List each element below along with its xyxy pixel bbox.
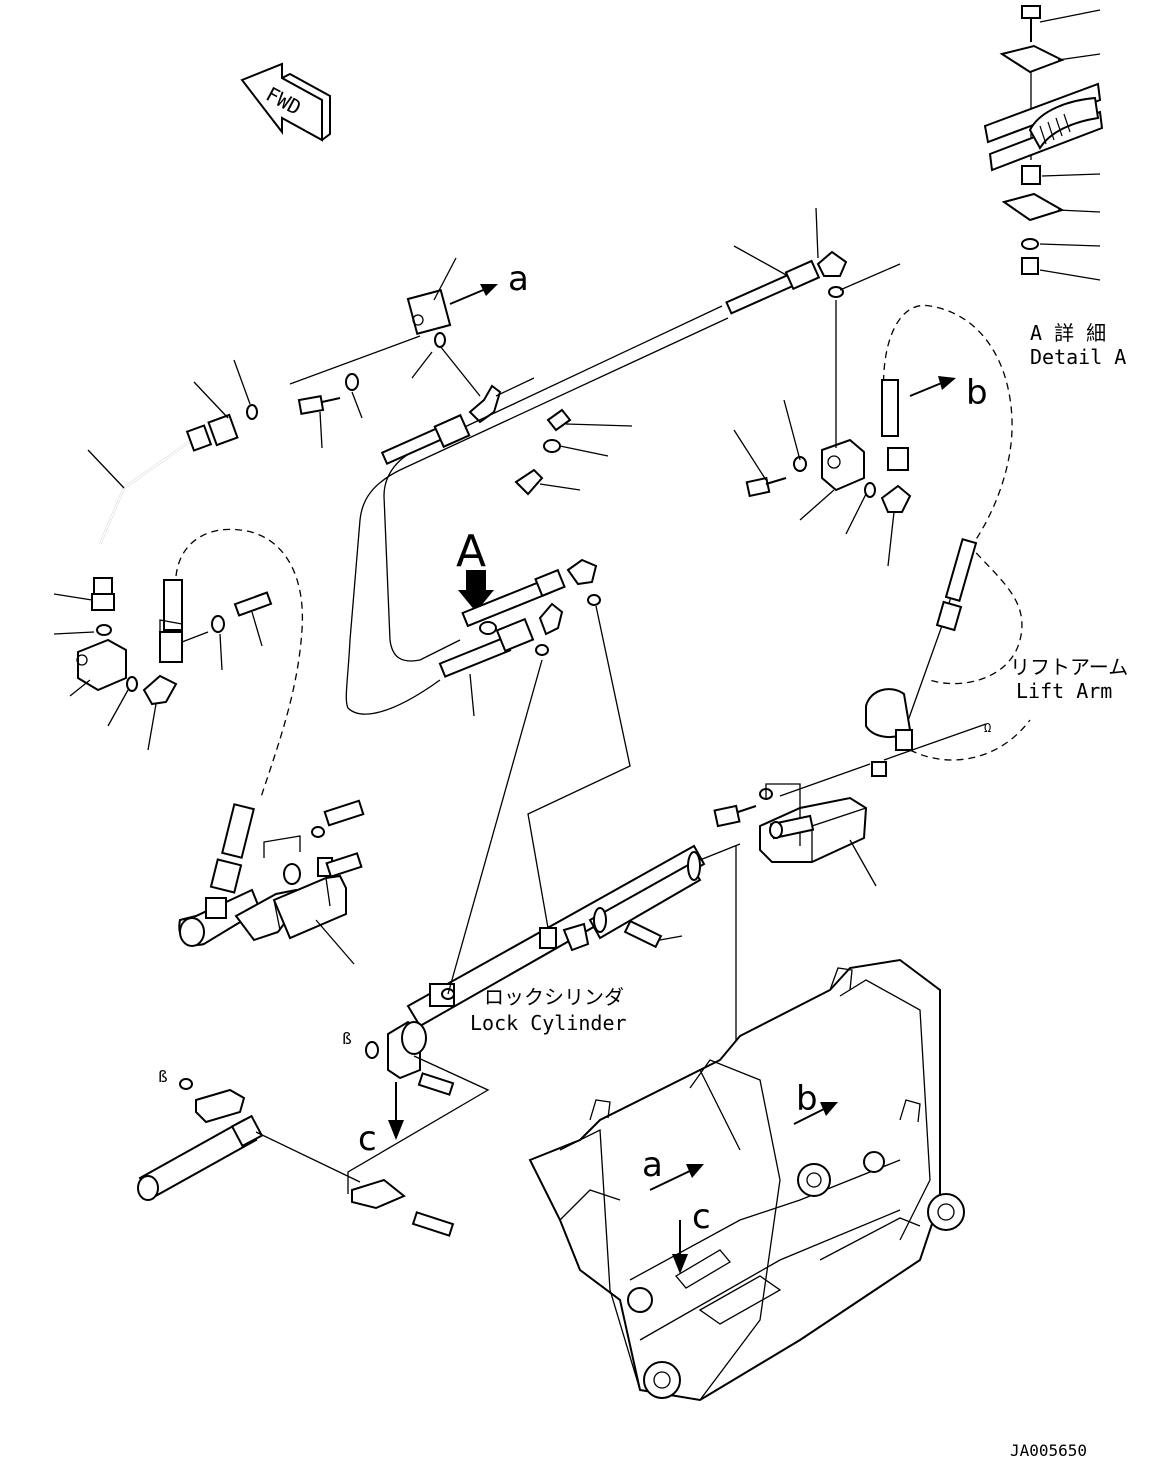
drawing-number: JA005650	[1010, 1441, 1087, 1460]
arrow-c-left: c	[358, 1082, 404, 1159]
center-fitting-cluster	[438, 558, 601, 717]
lift-arm-jp: リフトアーム	[1010, 655, 1128, 679]
detail-a-jp: A 詳 細	[1030, 321, 1106, 345]
svg-text:ß: ß	[342, 1029, 352, 1048]
arrow-a-upper: a	[449, 259, 529, 305]
arrow-a-frame: a	[642, 1145, 704, 1191]
view-a-marker: A	[456, 526, 486, 577]
arrow-b-frame: b	[793, 1079, 838, 1125]
right-hose: Ω	[865, 537, 1031, 777]
lock-cylinder-assembly: ß	[342, 843, 741, 1096]
attachment-frame	[528, 958, 965, 1402]
detail-a-en: Detail A	[1030, 345, 1126, 369]
arrow-a-frame-label: a	[642, 1145, 663, 1185]
detail-a-assembly	[983, 5, 1104, 281]
lower-pin-plate	[351, 1178, 455, 1237]
arrow-b-upper-label: b	[966, 373, 988, 413]
center-hose-loop	[345, 207, 901, 715]
arrow-c-left-label: c	[358, 1119, 377, 1159]
arrow-a-upper-label: a	[508, 259, 529, 299]
lock-cylinder-jp: ロックシリンダ	[484, 985, 624, 1009]
lift-arm-en: Lift Arm	[1016, 679, 1112, 703]
svg-text:Ω: Ω	[984, 721, 991, 735]
right-pin-bracket	[713, 783, 877, 887]
left-lock-pin: ß	[137, 1067, 361, 1201]
view-a-arrow-icon	[458, 570, 494, 612]
arrow-b-frame-label: b	[796, 1079, 818, 1119]
upper-left-tube-assembly	[87, 257, 535, 562]
left-cylinder-assembly	[178, 799, 365, 965]
lock-cylinder-en: Lock Cylinder	[470, 1011, 627, 1035]
svg-text:ß: ß	[158, 1067, 168, 1086]
left-hose-assembly	[53, 528, 304, 801]
arrow-c-frame-label: c	[692, 1197, 711, 1237]
fwd-arrow-icon: FWD	[240, 62, 331, 142]
arrow-b-upper: b	[909, 373, 988, 413]
arrow-c-frame: c	[672, 1197, 711, 1274]
right-block-assembly	[733, 300, 1013, 567]
